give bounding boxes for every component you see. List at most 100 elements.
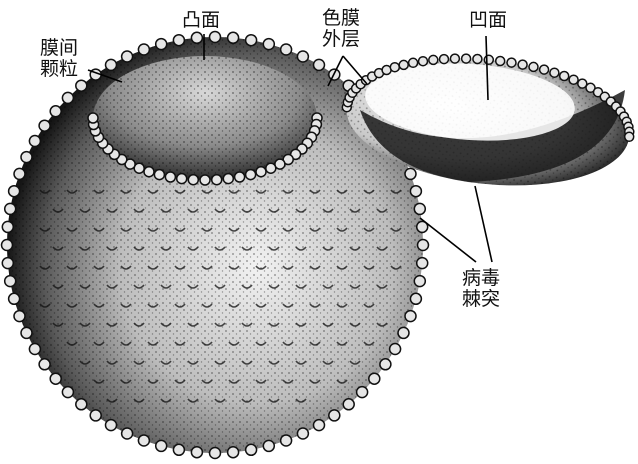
disc-rim-spike xyxy=(390,63,399,72)
cap-rim-spike xyxy=(188,175,198,185)
surface-spike xyxy=(62,92,73,103)
surface-spike xyxy=(138,435,149,446)
disc-rim-spike xyxy=(440,55,449,64)
surface-spike xyxy=(106,420,117,431)
disc-rim-spike xyxy=(419,57,428,66)
surface-spike xyxy=(390,344,401,355)
surface-spike xyxy=(5,276,16,287)
label-spikes-line2: 棘突 xyxy=(462,289,500,310)
surface-spike xyxy=(2,258,13,269)
surface-spike xyxy=(380,359,391,370)
leader-spikes-a xyxy=(420,218,476,262)
label-membrane-granules-line2: 颗粒 xyxy=(40,59,78,80)
surface-spike xyxy=(39,120,50,131)
surface-spike xyxy=(5,203,16,214)
cap-rim-spike xyxy=(144,167,154,177)
cap-rim-spike xyxy=(212,175,222,185)
surface-spike xyxy=(29,344,40,355)
surface-spike xyxy=(191,32,202,43)
disc-rim-spike xyxy=(450,54,459,63)
disc-rim-spike xyxy=(484,55,493,64)
disc-rim-spike xyxy=(540,65,549,74)
surface-spike xyxy=(138,44,149,55)
surface-spike xyxy=(414,203,425,214)
disc-rim-spike xyxy=(462,54,471,63)
surface-spike xyxy=(414,276,425,287)
surface-spike xyxy=(357,387,368,398)
surface-spike xyxy=(246,35,257,46)
label-envelope-line2: 外层 xyxy=(322,29,360,50)
surface-spike xyxy=(281,435,292,446)
cap-rim-spike xyxy=(235,172,245,182)
leader-spikes-b xyxy=(475,186,492,262)
surface-spike xyxy=(9,186,20,197)
surface-spike xyxy=(297,428,308,439)
surface-spike xyxy=(314,420,325,431)
surface-spike xyxy=(39,359,50,370)
disc-rim-spike xyxy=(496,57,505,66)
surface-spike xyxy=(106,59,117,70)
surface-spike xyxy=(173,444,184,455)
surface-spike xyxy=(417,258,428,269)
cap-rim-spike xyxy=(256,167,266,177)
disc-rim-spike xyxy=(409,58,418,67)
surface-spike xyxy=(14,168,25,179)
surface-spike xyxy=(343,399,354,410)
disc-rim-spike xyxy=(550,68,559,77)
surface-spike xyxy=(76,399,87,410)
surface-spike xyxy=(156,39,167,50)
surface-spike xyxy=(314,59,325,70)
surface-spike xyxy=(29,136,40,147)
surface-spike xyxy=(405,168,416,179)
surface-spike xyxy=(156,440,167,451)
disc-rim-spike xyxy=(429,55,438,64)
cap-rim-spike xyxy=(246,170,256,180)
disc-rim-spike xyxy=(625,132,634,141)
surface-spike xyxy=(281,44,292,55)
label-membrane-granules: 膜间 颗粒 xyxy=(40,38,78,80)
surface-spike xyxy=(76,80,87,91)
surface-spike xyxy=(410,293,421,304)
surface-spike xyxy=(50,106,61,117)
cap-rim-spike xyxy=(177,174,187,184)
disc-rim-spike xyxy=(473,55,482,64)
cap-rim-spike xyxy=(223,174,233,184)
surface-spike xyxy=(410,186,421,197)
surface-spike xyxy=(21,327,32,338)
disc-rim-spike xyxy=(560,72,569,81)
surface-spike xyxy=(405,311,416,322)
surface-spike xyxy=(173,35,184,46)
surface-spike xyxy=(228,447,239,458)
cap-rim-spike xyxy=(154,170,164,180)
cap-rim-spike xyxy=(266,163,276,173)
surface-spike xyxy=(122,428,133,439)
surface-spike xyxy=(297,51,308,62)
surface-spike xyxy=(14,311,25,322)
surface-spike xyxy=(398,327,409,338)
cap-rim-spike xyxy=(88,113,98,123)
label-convex-face: 凸面 xyxy=(182,10,220,31)
disc-rim-spike xyxy=(507,58,516,67)
surface-spike xyxy=(263,39,274,50)
label-envelope-outer-layer: 色膜 外层 xyxy=(322,8,360,50)
surface-spike xyxy=(62,387,73,398)
surface-spike xyxy=(2,221,13,232)
surface-spike xyxy=(90,410,101,421)
disc-rim-spike xyxy=(569,75,578,84)
surface-spike xyxy=(21,152,32,163)
label-envelope-line1: 色膜 xyxy=(322,8,360,29)
label-membrane-granules-line1: 膜间 xyxy=(40,38,78,59)
leader-envelope-b xyxy=(343,56,367,84)
surface-spike xyxy=(369,373,380,384)
surface-spike xyxy=(210,448,221,459)
surface-spike xyxy=(246,444,257,455)
label-convex-face-text: 凸面 xyxy=(182,10,220,31)
surface-spike xyxy=(50,373,61,384)
surface-spike xyxy=(210,32,221,43)
surface-spike xyxy=(418,240,429,251)
surface-spike xyxy=(263,440,274,451)
label-spikes: 病毒 棘突 xyxy=(462,268,500,310)
label-concave-face: 凹面 xyxy=(469,10,507,31)
label-spikes-line1: 病毒 xyxy=(462,268,500,289)
